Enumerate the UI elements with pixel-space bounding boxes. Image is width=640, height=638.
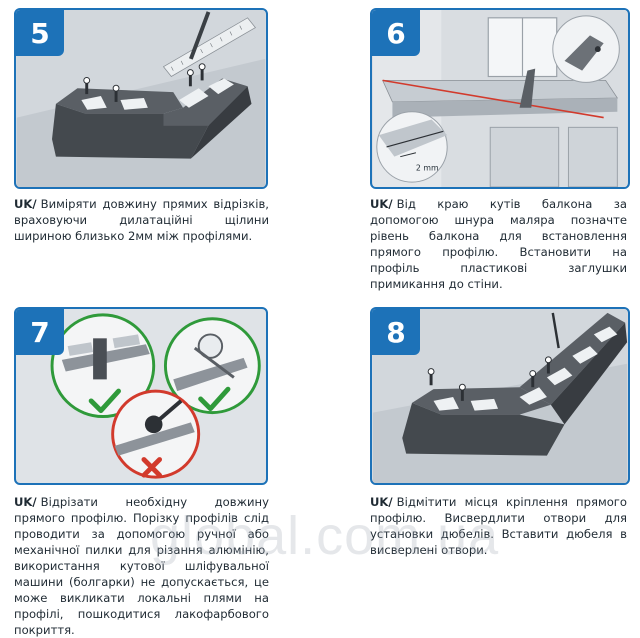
step-5-caption: UK/Виміряти довжину прямих відрізків, вр… <box>14 196 269 244</box>
step-text: Відмітити місця кріплення прямого профіл… <box>370 495 627 557</box>
step-number-badge: 6 <box>372 10 420 56</box>
step-7-caption: UK/Відрізати необхідну довжину прямого п… <box>14 494 269 638</box>
step-5-illustration: 5 <box>14 8 268 189</box>
step-text: Відрізати необхідну довжину прямого проф… <box>14 495 269 637</box>
step-8-illustration: 8 <box>370 307 630 485</box>
language-label: UK/ <box>14 197 37 211</box>
cross-icon <box>141 457 163 478</box>
angle-grinder-forbidden <box>111 389 201 479</box>
gap-label: 2 mm <box>416 163 439 172</box>
language-label: UK/ <box>370 495 393 509</box>
step-number-badge: 5 <box>16 10 64 56</box>
hand-saw-ok <box>50 313 156 418</box>
drilling-profile-scene <box>372 309 628 483</box>
step-8-caption: UK/Відмітити місця кріплення прямого про… <box>370 494 627 558</box>
check-icon <box>88 388 121 414</box>
language-label: UK/ <box>14 495 37 509</box>
step-number-badge: 7 <box>16 309 64 355</box>
step-number-badge: 8 <box>372 309 420 355</box>
step-6-illustration: 6 2 mm <box>370 8 630 189</box>
step-text: Від краю кутів балкона за допомогою шнур… <box>370 197 627 291</box>
step-6-caption: UK/Від краю кутів балкона за допомогою ш… <box>370 196 627 292</box>
check-icon <box>198 386 231 412</box>
step-text: Виміряти довжину прямих відрізків, врахо… <box>14 197 269 243</box>
step-7-illustration: 7 <box>14 307 268 485</box>
cutting-methods-scene <box>50 313 261 479</box>
measuring-profile-scene <box>16 10 266 187</box>
language-label: UK/ <box>370 197 393 211</box>
miter-saw-ok <box>163 317 261 415</box>
